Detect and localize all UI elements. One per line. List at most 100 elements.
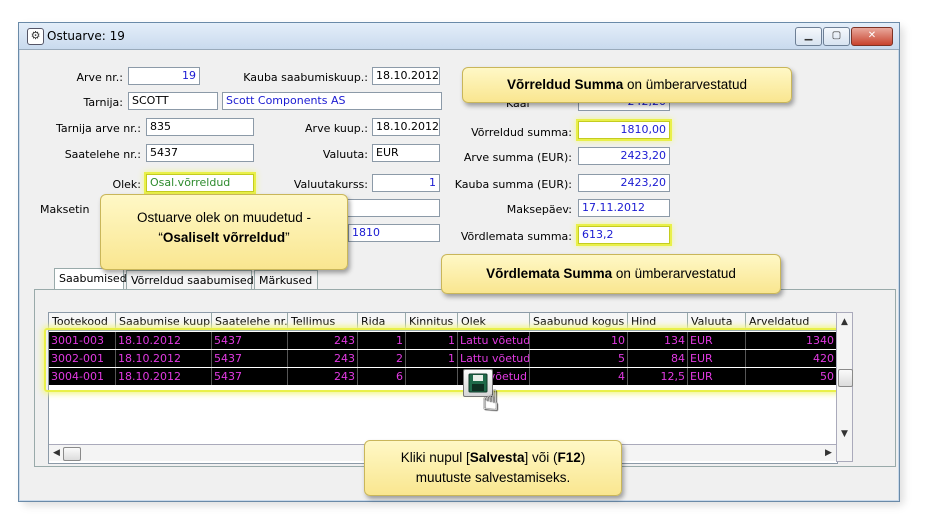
table-cell: EUR [688, 332, 746, 349]
floppy-disk-icon [468, 373, 488, 393]
arrivals-table: Tootekood Saabumise kuup. Saatelehe nr. … [48, 312, 838, 464]
close-icon[interactable]: ✕ [851, 27, 893, 46]
table-cell: 3004-001 [49, 368, 116, 385]
scroll-right-icon[interactable]: ▶ [825, 448, 832, 458]
table-cell: Lattu võetud [460, 332, 530, 349]
table-cell: EUR [688, 368, 746, 385]
col-header[interactable]: Valuuta [688, 313, 746, 331]
tab-vorreldud-saabumised[interactable]: Võrreldud saabumised [126, 270, 254, 289]
save-button[interactable] [463, 369, 493, 397]
kauba-saabumiskuup-label: Kauba saabumiskuup.: [243, 71, 368, 84]
table-cell: 1 [358, 332, 406, 349]
table-cell: 5437 [212, 350, 288, 367]
callout-text: ) [580, 450, 586, 465]
callout-vordlemata-summa: Võrdlemata Summa on ümberarvestatud [441, 254, 781, 294]
valuuta-field[interactable]: EUR [372, 144, 440, 162]
arve-summa-label: Arve summa (EUR): [463, 151, 572, 164]
vorreldud-summa-label: Võrreldud summa: [471, 126, 572, 139]
arve-summa-field[interactable]: 2423,20 [578, 147, 670, 165]
saatelehe-nr-label: Saatelehe nr.: [64, 148, 141, 161]
arve-nr-label: Arve nr.: [76, 71, 123, 84]
col-header[interactable]: Saabumise kuup. [116, 313, 212, 331]
col-header[interactable]: Hind [628, 313, 688, 331]
table-row[interactable]: 3004-001 18.10.2012 5437 243 6 ttu võetu… [49, 368, 837, 385]
tab-saabumised[interactable]: Saabumised [54, 268, 127, 289]
scroll-up-icon[interactable]: ▲ [841, 317, 848, 327]
table-cell: 1 [406, 332, 458, 349]
scroll-down-icon[interactable]: ▼ [841, 429, 848, 439]
table-cell: 4 [530, 368, 628, 385]
minimize-icon[interactable]: ▁ [795, 27, 822, 46]
table-cell: 10 [530, 332, 628, 349]
callout-text: ] või ( [524, 450, 558, 465]
table-cell: 134 [628, 332, 688, 349]
table-cell: 12,5 [628, 368, 688, 385]
scroll-left-icon[interactable]: ◀ [53, 448, 60, 458]
maksetingimus-label: Maksetin [40, 203, 90, 216]
table-cell: 84 [628, 350, 688, 367]
table-cell: 5437 [212, 368, 288, 385]
kauba-summa-label: Kauba summa (EUR): [454, 178, 572, 191]
table-cell: 3002-001 [49, 350, 116, 367]
col-header[interactable]: Olek [458, 313, 530, 331]
table-cell: 18.10.2012 [116, 332, 212, 349]
vordlemata-summa-label: Võrdlemata summa: [460, 230, 572, 243]
vordlemata-summa-field[interactable]: 613,2 [578, 226, 670, 244]
tarnija-code-field[interactable]: SCOTT [128, 92, 218, 110]
tarnija-label: Tarnija: [83, 96, 124, 109]
callout-salvesta: Kliki nupul [Salvesta] või (F12) muutust… [364, 440, 622, 496]
col-header[interactable]: Rida [358, 313, 406, 331]
col-header[interactable]: Tootekood [49, 313, 116, 331]
table-cell: 5 [530, 350, 628, 367]
callout-text: muutuste salvestamiseks. [415, 470, 571, 485]
saatelehe-nr-field[interactable]: 5437 [146, 144, 254, 162]
table-cell: EUR [688, 350, 746, 367]
summa-field[interactable]: 1810 [348, 224, 440, 242]
tarnija-name-field[interactable]: Scott Components AS [222, 92, 442, 110]
tarnija-arve-nr-field[interactable]: 835 [146, 118, 254, 136]
col-header[interactable]: Tellimus [288, 313, 358, 331]
kauba-summa-field[interactable]: 2423,20 [578, 174, 670, 192]
col-header[interactable]: Saatelehe nr. [212, 313, 288, 331]
tarnija-arve-nr-label: Tarnija arve nr.: [55, 122, 141, 135]
callout-bold: Osaliselt võrreldud [162, 230, 286, 245]
table-cell: 5437 [212, 332, 288, 349]
table-row[interactable]: 3002-001 18.10.2012 5437 243 2 1 Lattu v… [49, 350, 837, 367]
olek-field[interactable]: Osal.võrreldud [146, 174, 254, 192]
vorreldud-summa-field[interactable]: 1810,00 [578, 121, 670, 139]
maximize-icon[interactable]: ▢ [823, 27, 850, 46]
maksepaev-field[interactable]: 17.11.2012 [578, 199, 670, 217]
callout-text: on ümberarvestatud [612, 266, 736, 281]
table-cell: 18.10.2012 [116, 368, 212, 385]
callout-text: Kliki nupul [ [400, 450, 470, 465]
callout-bold: F12 [557, 450, 581, 465]
tab-markused[interactable]: Märkused [254, 270, 318, 289]
title-bar[interactable]: ⚙ Ostuarve: 19 ▁ ▢ ✕ [19, 23, 899, 50]
vertical-scrollbar[interactable]: ▲ ▼ [836, 312, 853, 462]
valuutakurss-label: Valuutakurss: [293, 178, 368, 191]
kauba-saabumiskuup-field[interactable]: 18.10.2012 [372, 67, 440, 85]
table-cell [406, 368, 458, 385]
col-header[interactable]: Saabunud kogus [530, 313, 628, 331]
table-cell: 243 [288, 368, 358, 385]
col-header[interactable]: Kinnitus [406, 313, 458, 331]
arve-nr-field[interactable]: 19 [128, 67, 200, 85]
app-icon: ⚙ [27, 28, 44, 45]
callout-quote: ” [285, 230, 290, 245]
arve-kuup-label: Arve kuup.: [305, 122, 368, 135]
table-cell: 3001-003 [49, 332, 116, 349]
valuuta-label: Valuuta: [322, 148, 368, 161]
valuutakurss-field[interactable]: 1 [372, 174, 440, 192]
table-cell: Lattu võetud [460, 350, 530, 367]
table-cell: 1 [406, 350, 458, 367]
horizontal-scroll-thumb[interactable] [63, 447, 81, 461]
window-title: Ostuarve: 19 [47, 29, 125, 43]
table-row[interactable]: 3001-003 18.10.2012 5437 243 1 1 Lattu v… [49, 332, 837, 349]
arve-kuup-field[interactable]: 18.10.2012 [372, 118, 440, 136]
col-header[interactable]: Arveldatud [746, 313, 837, 331]
table-cell: 1340 [746, 332, 837, 349]
table-cell: 2 [358, 350, 406, 367]
vertical-scroll-thumb[interactable] [838, 369, 853, 387]
table-cell: 6 [358, 368, 406, 385]
callout-bold: Salvesta [469, 450, 525, 465]
